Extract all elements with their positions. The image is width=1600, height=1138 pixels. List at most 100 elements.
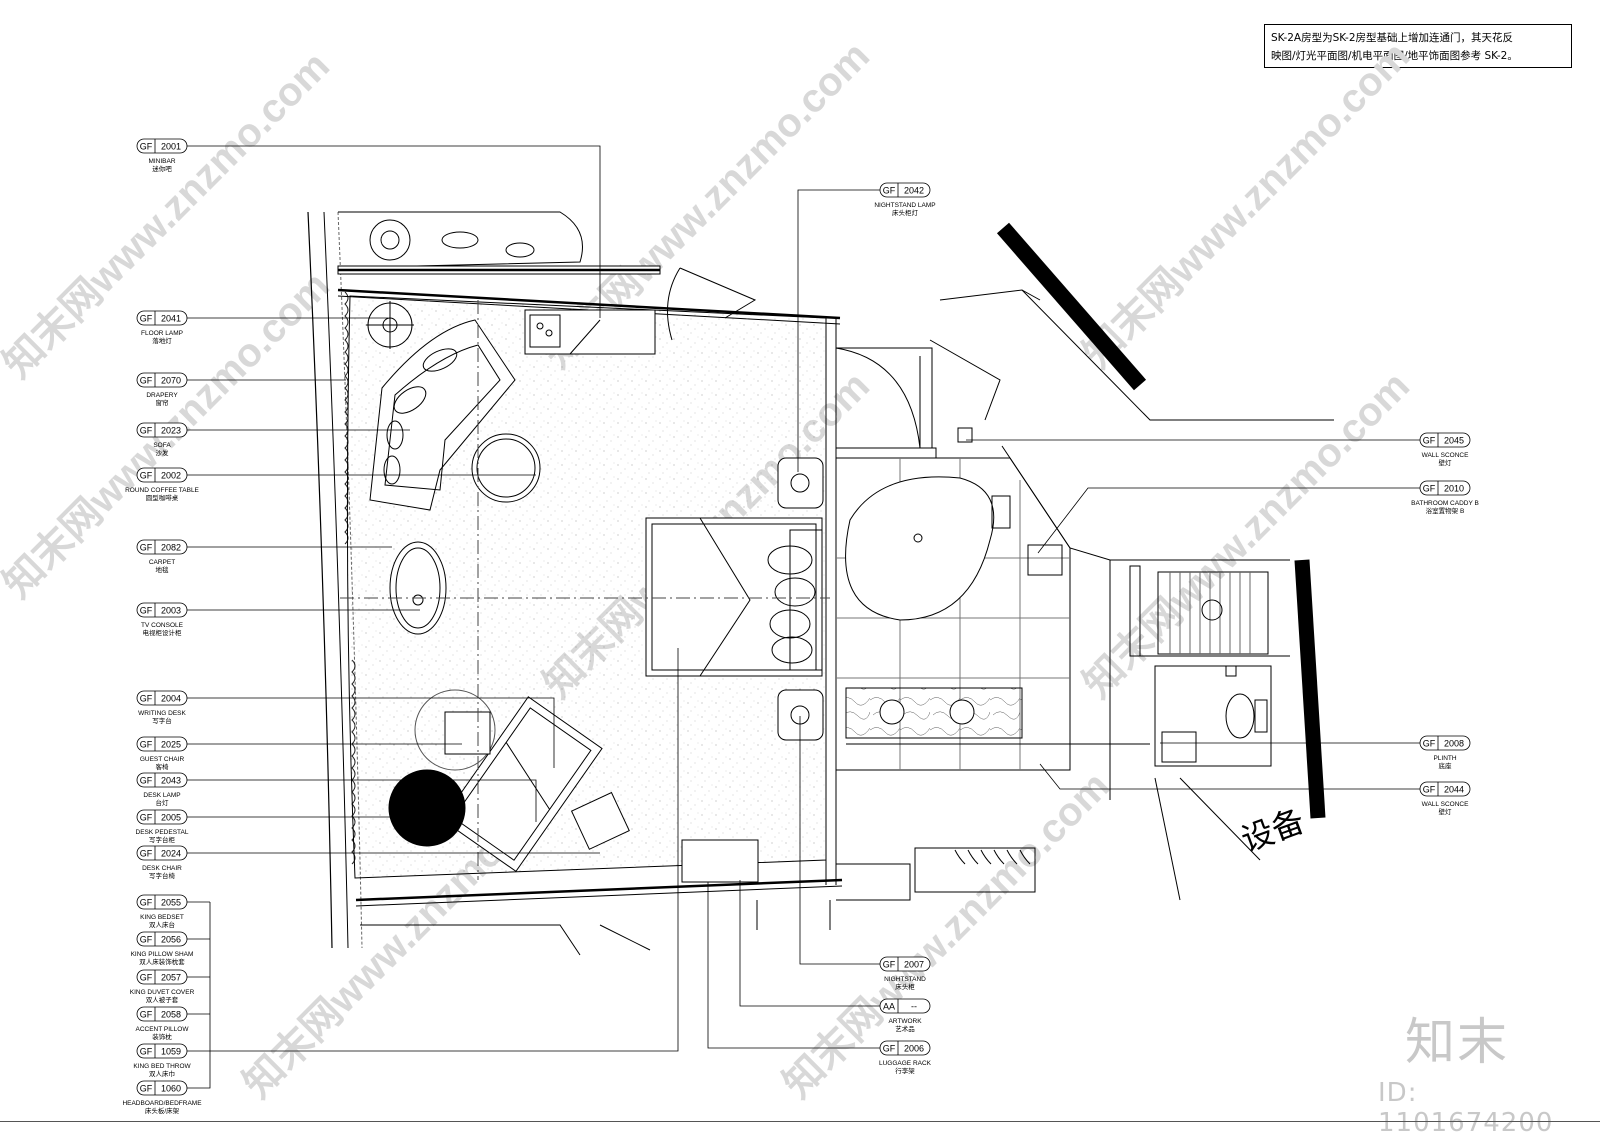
tag-number: 2006 — [904, 1044, 924, 1054]
tag-number: 2058 — [161, 1010, 181, 1020]
watermark-text: 知末网www.znzmo.com — [1075, 34, 1418, 377]
desk-chair — [570, 791, 630, 850]
tag-number: 2008 — [1444, 739, 1464, 749]
nightstand-bottom — [777, 689, 824, 741]
exterior-wall-diagonal — [996, 222, 1147, 391]
room-label-equipment: 设备 — [1237, 802, 1309, 858]
tag-chinese-label: 双人被子套 — [146, 995, 179, 1004]
tag-english-label: DESK CHAIR — [142, 865, 182, 872]
watermark-text: 知末网www.znzmo.com — [775, 764, 1118, 1107]
tag-code: GF — [1423, 484, 1436, 494]
bathroom-caddy — [957, 427, 973, 443]
tag-chinese-label: 底座 — [1439, 761, 1453, 770]
tag-chinese-label: 台灯 — [156, 798, 170, 807]
leader-line — [799, 716, 880, 965]
tag-code: GF — [140, 813, 153, 823]
tag-number: 2045 — [1444, 436, 1464, 446]
tag-english-label: GUEST CHAIR — [140, 756, 185, 763]
tag-chinese-label: 客椅 — [156, 762, 170, 771]
tag-code: GF — [1423, 436, 1436, 446]
tag-chinese-label: 装饰枕 — [152, 1032, 172, 1041]
king-bed — [645, 517, 823, 677]
leader-line — [187, 697, 555, 768]
tag-english-label: HEADBOARD/BEDFRAME — [122, 1100, 202, 1107]
tag-code: GF — [140, 740, 153, 750]
tag-code: GF — [883, 1044, 896, 1054]
tag-chinese-label: 床头柜灯 — [892, 208, 919, 217]
tag-code: GF — [1423, 785, 1436, 795]
tag-chinese-label: 沙发 — [156, 448, 170, 457]
tag-english-label: CARPET — [149, 559, 175, 566]
tag-english-label: PLINTH — [1433, 755, 1456, 762]
watermark-id: ID: 1101674200 — [1378, 1078, 1554, 1138]
tag-number: 2003 — [161, 606, 181, 616]
tag-chinese-label: 双人床装饰枕套 — [139, 957, 185, 966]
bottom-border — [0, 1121, 1600, 1122]
toilet — [1225, 693, 1255, 739]
tag-chinese-label: 浴室置物架 B — [1426, 506, 1465, 515]
tag-chinese-label: 行李架 — [895, 1066, 915, 1075]
tag-number: 2023 — [161, 426, 181, 436]
tag-number: 2056 — [161, 935, 181, 945]
leader-line — [739, 880, 880, 1007]
tag-chinese-label: 床头柜 — [895, 982, 915, 991]
shower — [1157, 571, 1269, 655]
tag-english-label: KING PILLOW SHAM — [131, 951, 194, 958]
tag-english-label: MINIBAR — [148, 158, 175, 165]
tag-chinese-label: 壁灯 — [1439, 458, 1453, 467]
tag-chinese-label: 圆型咖啡桌 — [146, 493, 179, 502]
tag-english-label: WALL SCONCE — [1422, 452, 1469, 459]
tag-number: 2004 — [161, 694, 181, 704]
tag-chinese-label: 写字台椅 — [149, 871, 176, 880]
leader-line — [797, 189, 880, 472]
tag-code: AA — [883, 1002, 895, 1012]
tag-code: GF — [140, 1047, 153, 1057]
tag-number: 2042 — [904, 186, 924, 196]
guest-chair — [444, 711, 491, 755]
nightstand-top — [777, 457, 824, 509]
tag-number: 2007 — [904, 960, 924, 970]
tag-english-label: TV CONSOLE — [141, 622, 184, 629]
tag-english-label: KING BEDSET — [140, 914, 184, 921]
leader-line — [707, 882, 880, 1049]
leader-line — [187, 145, 601, 318]
tag-english-label: SOFA — [153, 442, 171, 449]
tag-code: GF — [140, 1084, 153, 1094]
tag-chinese-label: 双人床巾 — [149, 1069, 175, 1078]
tag-english-label: BATHROOM CADDY B — [1411, 500, 1479, 507]
tag-code: GF — [883, 186, 896, 196]
tag-number: -- — [911, 1002, 917, 1012]
tag-english-label: DRAPERY — [146, 392, 178, 399]
tag-english-label: DESK PEDESTAL — [136, 829, 189, 836]
tag-code: GF — [140, 898, 153, 908]
tag-code: GF — [140, 973, 153, 983]
plinth — [1161, 731, 1197, 763]
tv-console — [389, 541, 447, 635]
tag-number: 2057 — [161, 973, 181, 983]
leader-lines — [187, 145, 1420, 1089]
tag-english-label: NIGHTSTAND LAMP — [874, 202, 935, 209]
tag-number: 2041 — [161, 314, 181, 324]
tag-chinese-label: 壁灯 — [1439, 807, 1453, 816]
tag-number: 2025 — [161, 740, 181, 750]
tag-english-label: WRITING DESK — [138, 710, 186, 717]
tag-number: 1059 — [161, 1047, 181, 1057]
leader-line — [187, 779, 537, 822]
tag-chinese-label: 迷你吧 — [152, 164, 172, 173]
tag-code: GF — [140, 776, 153, 786]
general-note-line-2: 映图/灯光平面图/机电平面图/地平饰面图参考 SK-2。 — [1271, 50, 1518, 62]
